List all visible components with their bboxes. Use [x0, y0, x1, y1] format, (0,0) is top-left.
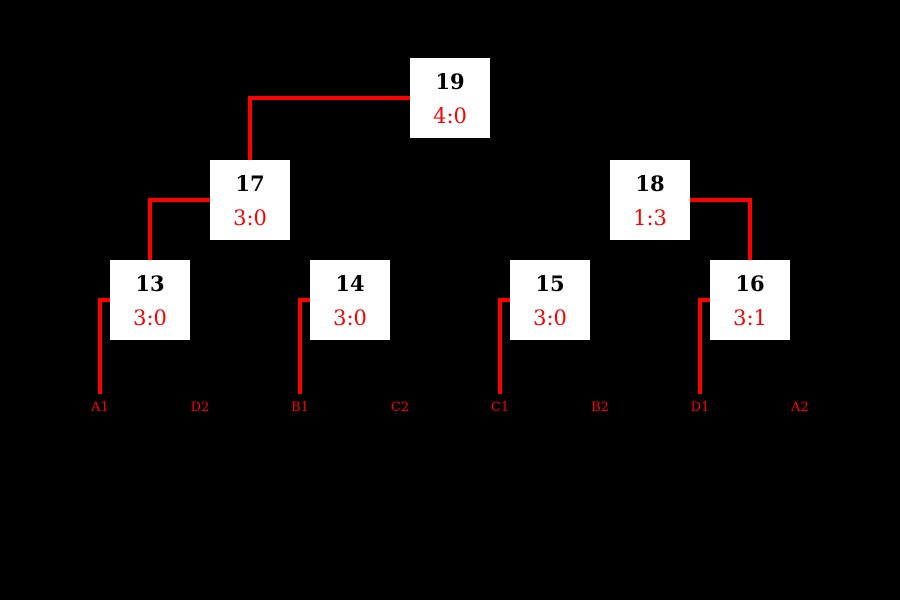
bracket-edge-15-to-C1 — [498, 298, 510, 394]
bracket-edge-18-to-16 — [690, 198, 752, 260]
match-id: 17 — [235, 171, 265, 196]
match-score: 3:0 — [533, 306, 567, 330]
match-id: 16 — [735, 271, 765, 296]
seed-label-B2: B2 — [591, 400, 609, 415]
match-score: 4:0 — [433, 104, 467, 128]
seed-label-D2: D2 — [190, 400, 210, 415]
seed-label-B1: B1 — [291, 400, 309, 415]
seed-label-C2: C2 — [390, 400, 410, 415]
match-score: 3:0 — [233, 206, 267, 230]
seed-label-D1: D1 — [690, 400, 710, 415]
seed-label-A2: A2 — [791, 400, 809, 415]
match-id: 14 — [335, 271, 365, 296]
bracket-edge-16-to-D1 — [698, 298, 710, 394]
match-score: 3:0 — [133, 306, 167, 330]
match-score: 3:0 — [333, 306, 367, 330]
match-score: 3:1 — [733, 306, 767, 330]
bracket-edge-17-to-13 — [148, 198, 210, 260]
match-score: 1:3 — [633, 206, 667, 230]
bracket-edge-14-to-B1 — [298, 298, 310, 394]
bracket-edge-19-to-17 — [248, 96, 410, 160]
seed-label-A1: A1 — [91, 400, 109, 415]
seed-label-C1: C1 — [490, 400, 510, 415]
match-id: 13 — [135, 271, 165, 296]
match-id: 18 — [635, 171, 665, 196]
bracket-edge-13-to-A1 — [98, 298, 110, 394]
match-id: 19 — [435, 69, 465, 94]
match-id: 15 — [535, 271, 565, 296]
